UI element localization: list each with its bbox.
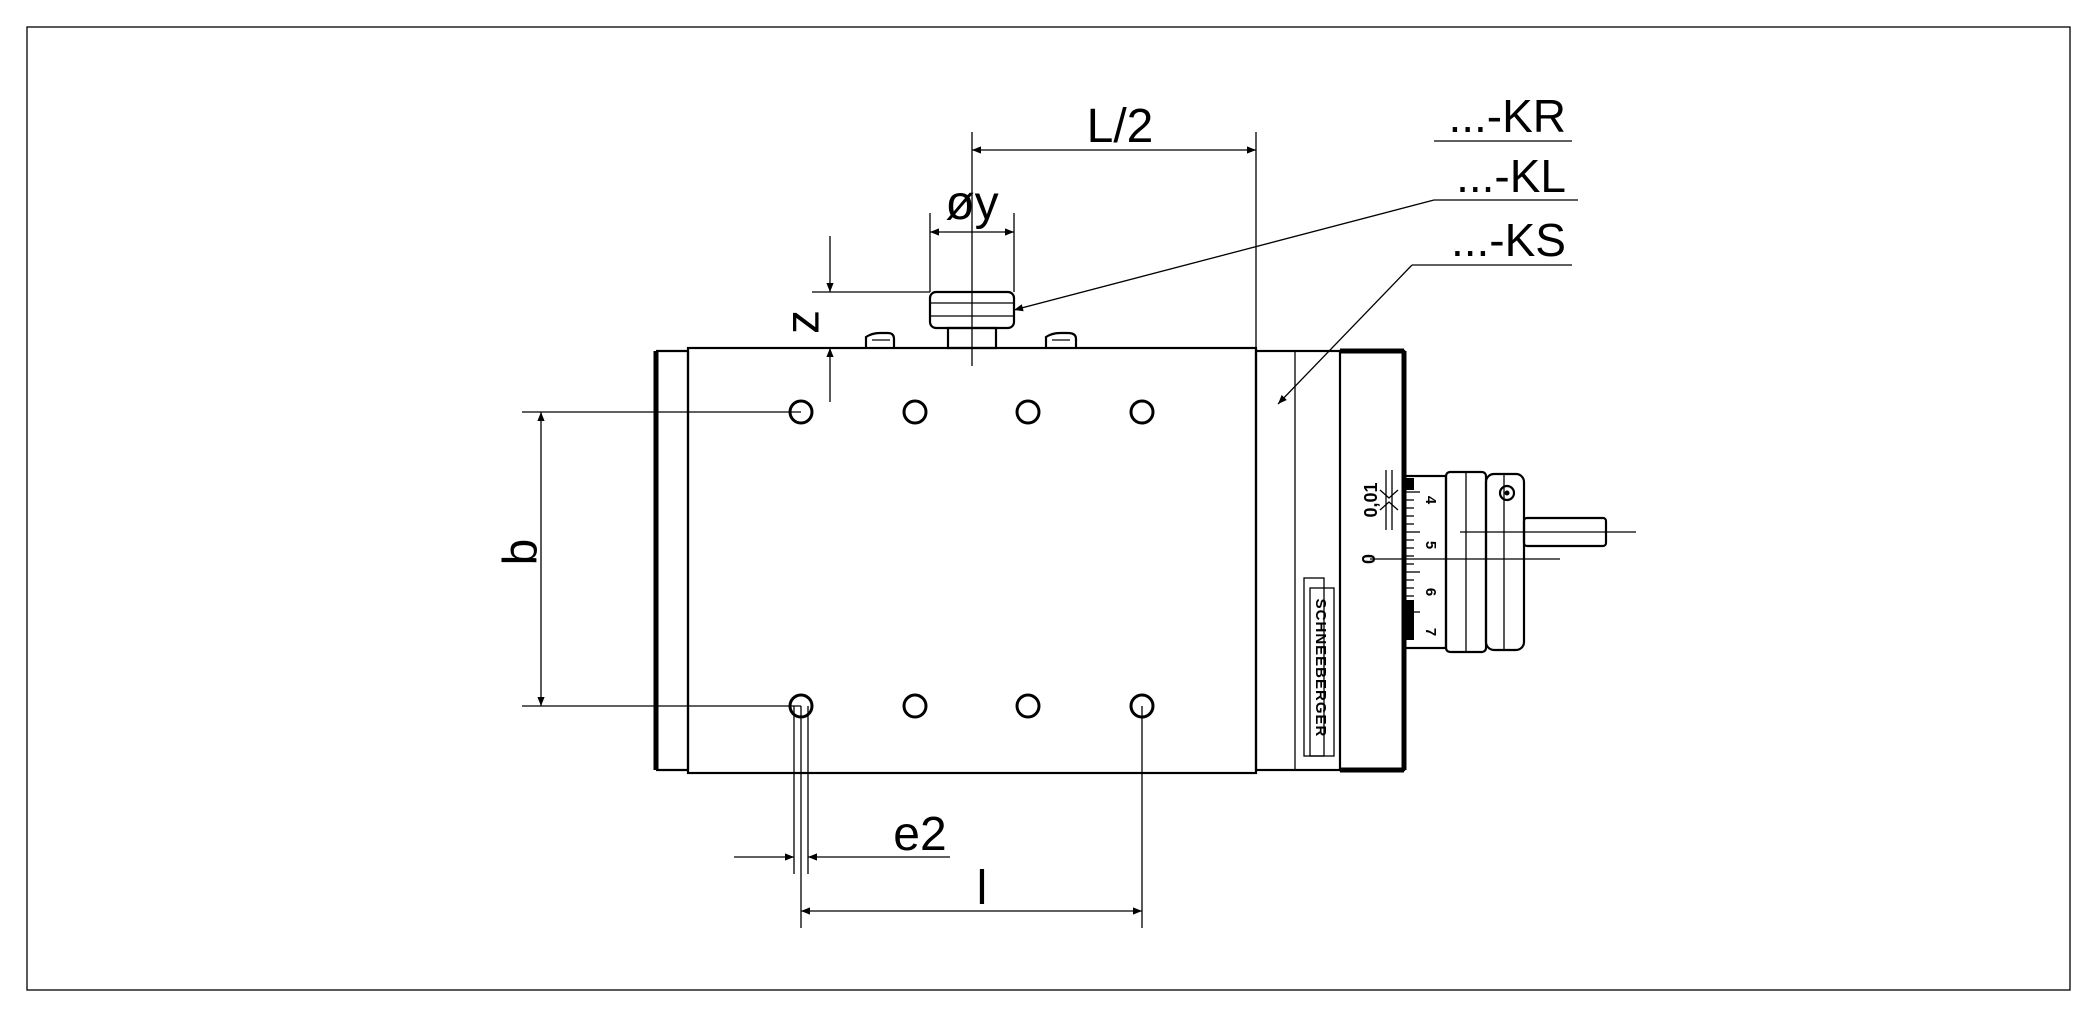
scale-digit: 7 — [1422, 628, 1439, 636]
leader-lines — [1013, 140, 1578, 405]
hole — [902, 399, 928, 425]
zero-label: 0 — [1359, 554, 1379, 564]
scale-digit: 6 — [1422, 588, 1439, 596]
dim-b-label: b — [495, 539, 548, 566]
micrometer: 4 5 6 7 0 0,01 — [1359, 470, 1636, 654]
drawing-frame — [26, 26, 2071, 991]
top-fittings — [864, 290, 1078, 350]
dim-oy-label: øy — [945, 177, 998, 230]
brand-plate: SCHNEEBERGER — [1303, 577, 1335, 757]
scale-digit: 5 — [1422, 541, 1439, 549]
part-kr-label: ...-KR — [1448, 90, 1566, 142]
dim-e2-label: e2 — [893, 808, 946, 861]
scale-digit: 4 — [1422, 496, 1439, 505]
dimension-lines — [522, 132, 1257, 928]
brand-label: SCHNEEBERGER — [1312, 599, 1329, 738]
lock-screw — [1498, 484, 1516, 502]
mounting-holes — [788, 399, 1155, 719]
hole — [1015, 693, 1041, 719]
hole — [902, 693, 928, 719]
resolution-label: 0,01 — [1361, 482, 1381, 517]
hole — [1015, 399, 1041, 425]
micrometer-knob — [1484, 472, 1526, 652]
dim-l-label: l — [977, 862, 988, 915]
dim-L2-label: L/2 — [1087, 100, 1154, 153]
dim-z-label: z — [777, 310, 830, 334]
part-kl-label: ...-KL — [1456, 150, 1566, 202]
hole — [1129, 399, 1155, 425]
part-ks-label: ...-KS — [1451, 214, 1566, 266]
